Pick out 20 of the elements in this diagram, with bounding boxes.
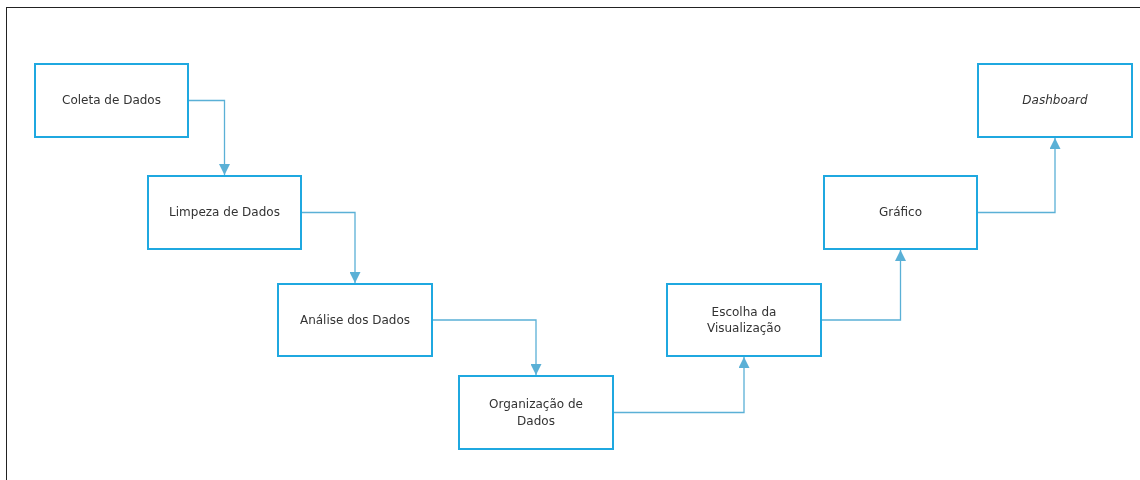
process-box [458,375,614,450]
box-label: Análise dos Dados [299,311,411,329]
process-box [666,283,822,357]
box-label: Coleta de Dados [62,92,161,109]
process-box [147,175,302,250]
process-box [823,175,978,250]
process-box [34,63,189,138]
process-box [977,63,1133,138]
arrow [821,249,906,321]
box-label: Limpeza de Dados [169,204,280,221]
box-label: Dashboard [1022,92,1088,109]
box-label: Escolha da Visualização [705,303,783,337]
arrow [977,137,1061,214]
arrow [301,211,361,284]
box-label: Gráfico [878,204,923,221]
arrow [613,356,750,414]
arrow [432,319,542,376]
arrow [188,99,230,176]
box-label: Organização de Dados [488,396,584,429]
process-box [277,283,433,357]
